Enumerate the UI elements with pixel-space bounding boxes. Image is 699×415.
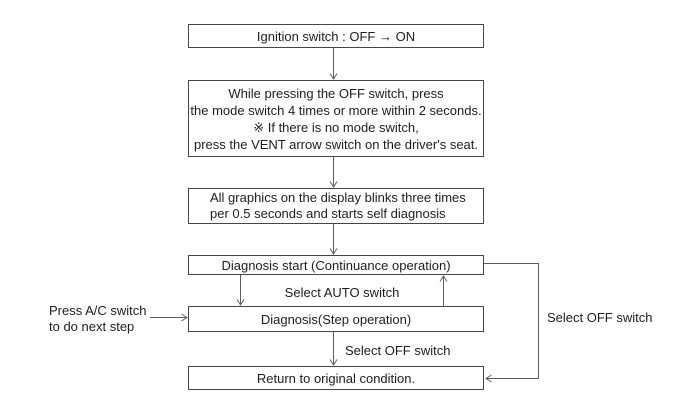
label-select-auto-switch: Select AUTO switch (284, 285, 400, 300)
arrow-down-selfdiag-to-start-icon (329, 224, 338, 255)
flow-box-return-condition-text: Return to original condition. (256, 370, 416, 386)
arrow-up-step-to-start-icon (439, 275, 448, 306)
arrow-right-press-ac-icon (150, 313, 188, 322)
label-press-ac-switch-line2: to do next step (49, 319, 135, 334)
arrow-down-mode-to-selfdiag-icon (329, 157, 338, 188)
flow-box-self-diagnosis-line: per 0.5 seconds and starts self diagnosi… (210, 206, 446, 221)
flow-box-mode-switch-line: the mode switch 4 times or more within 2… (190, 102, 482, 118)
flow-box-ignition-switch: Ignition switch : OFF → ON (188, 24, 484, 48)
arrow-down-start-to-step-icon (236, 275, 245, 306)
flow-box-mode-switch-line: While pressing the OFF switch, press (228, 85, 444, 101)
label-press-ac-switch-line1: Press A/C switch (49, 303, 147, 318)
flow-box-diagnosis-step: Diagnosis(Step operation) (188, 306, 484, 332)
flow-box-diagnosis-start-text: Diagnosis start (Continuance operation) (221, 257, 451, 273)
arrow-loop-start-to-return-icon (484, 263, 539, 383)
label-press-ac-switch: Press A/C switch to do next step (49, 303, 147, 335)
label-select-off-switch-right: Select OFF switch (547, 310, 653, 325)
flow-box-mode-switch: While pressing the OFF switch, press the… (188, 80, 484, 157)
flow-box-diagnosis-step-text: Diagnosis(Step operation) (260, 311, 412, 327)
flow-box-diagnosis-start: Diagnosis start (Continuance operation) (188, 255, 484, 275)
label-select-off-switch-down: Select OFF switch (345, 343, 451, 358)
flow-box-ignition-text: Ignition switch : OFF → ON (256, 28, 416, 44)
arrow-down-ignition-to-mode-icon (329, 48, 338, 80)
flow-box-mode-switch-line: ※ If there is no mode switch, (253, 119, 419, 135)
flow-box-self-diagnosis: All graphics on the display blinks three… (188, 188, 484, 224)
arrow-down-step-to-return-icon (329, 332, 338, 366)
flow-box-return-condition: Return to original condition. (188, 366, 484, 390)
flow-box-mode-switch-line: press the VENT arrow switch on the drive… (193, 136, 479, 152)
flow-box-self-diagnosis-line: All graphics on the display blinks three… (210, 190, 466, 205)
